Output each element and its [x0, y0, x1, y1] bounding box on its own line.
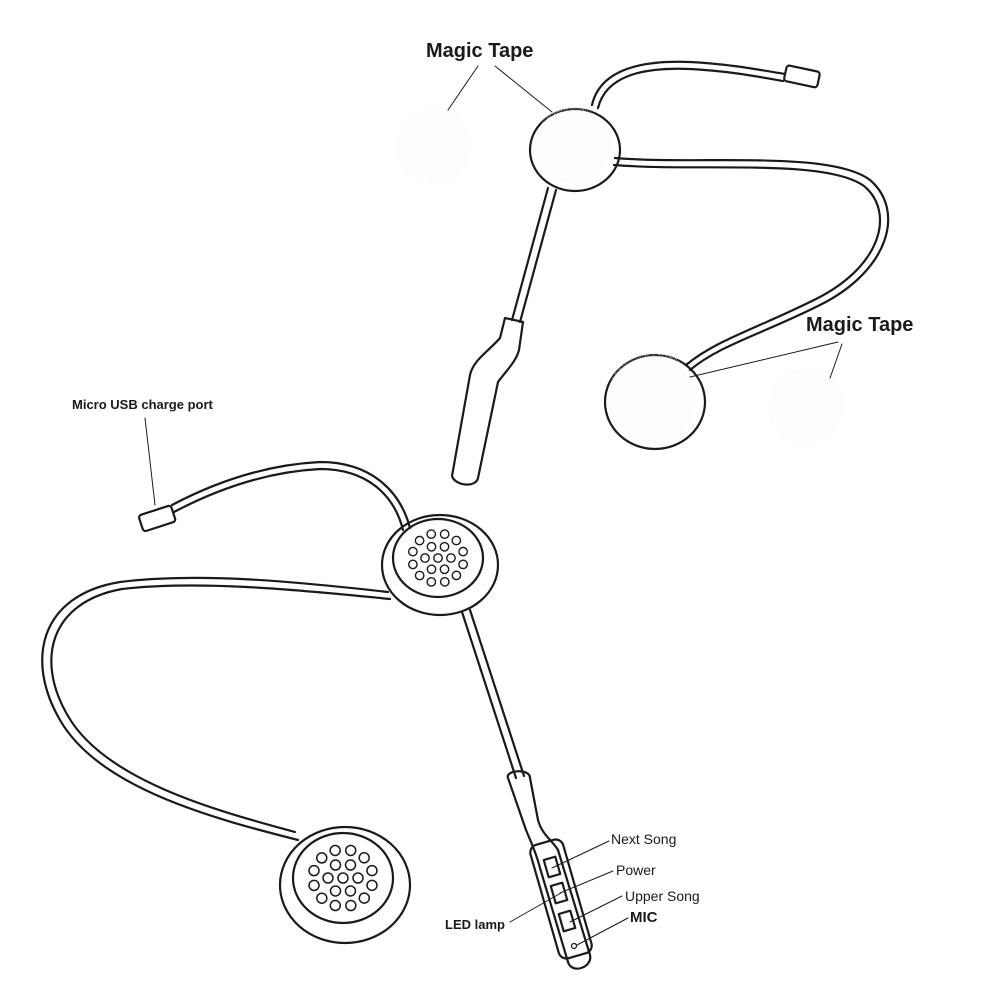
label-power: Power	[616, 862, 656, 878]
label-led-lamp: LED lamp	[445, 917, 505, 932]
speaker-hole	[344, 844, 357, 857]
button-power	[549, 881, 569, 905]
speaker-hole	[446, 553, 456, 563]
speaker-hole	[358, 892, 371, 904]
speaker-hole	[358, 852, 370, 864]
mic-boom-bottom	[460, 608, 526, 780]
leader-magic-top	[447, 65, 553, 113]
speaker-bottom-top	[380, 513, 500, 617]
leader-magic-right	[689, 341, 843, 379]
leader-usb	[144, 417, 156, 506]
speaker-hole	[426, 576, 437, 587]
speaker-hole	[308, 864, 320, 877]
label-micro-usb: Micro USB charge port	[72, 397, 213, 412]
speaker-hole	[407, 559, 418, 570]
bottom-headset	[41, 417, 629, 970]
top-headset	[396, 60, 890, 486]
speaker-hole	[414, 570, 425, 581]
speaker-hole	[352, 872, 364, 884]
speaker-hole	[366, 879, 378, 892]
label-magic-tape-right: Magic Tape	[806, 314, 914, 336]
speaker-hole	[439, 564, 450, 575]
speaker-hole	[439, 541, 450, 552]
speaker-hole	[458, 559, 469, 570]
speaker-hole	[426, 529, 437, 540]
speaker-bottom-left	[278, 825, 412, 945]
foam-pad-right	[768, 368, 844, 444]
label-mic: MIC	[630, 909, 658, 926]
speaker-hole	[439, 576, 450, 587]
mic-hole	[570, 942, 578, 950]
button-next	[542, 855, 562, 879]
speaker-hole	[414, 535, 425, 546]
speaker-hole	[366, 864, 378, 877]
cable-to-right-speaker	[613, 156, 890, 372]
speaker-hole	[316, 892, 328, 904]
label-upper-song: Upper Song	[625, 888, 700, 904]
speaker-hole	[329, 844, 341, 857]
speaker-hole	[345, 899, 357, 912]
speaker-hole	[344, 859, 357, 871]
speaker-hole	[407, 546, 418, 557]
button-upper	[557, 909, 577, 933]
speaker-hole	[337, 872, 349, 884]
speaker-hole	[315, 852, 328, 864]
cable-to-connector	[590, 60, 787, 107]
foam-pad-left	[396, 108, 472, 184]
speaker-hole	[451, 570, 462, 581]
speaker-hole	[451, 535, 462, 546]
long-cable	[41, 576, 390, 842]
speaker-hole	[308, 879, 320, 892]
button-panel	[529, 838, 593, 960]
mic-pod-top	[450, 316, 525, 486]
micro-usb-connector	[138, 504, 177, 533]
leaders-buttons	[509, 840, 629, 946]
speaker-hole	[426, 541, 437, 552]
label-magic-tape-top: Magic Tape	[426, 40, 534, 62]
speaker-hole	[426, 564, 437, 575]
mic-pod-bottom	[506, 770, 592, 970]
mic-boom	[510, 186, 558, 324]
speaker-hole	[344, 885, 357, 897]
speaker-hole	[322, 872, 334, 884]
speaker-hole	[420, 553, 430, 563]
speaker-hole	[329, 885, 342, 897]
speaker-hole	[329, 859, 342, 871]
speaker-hole	[433, 553, 443, 563]
connector-top	[783, 64, 821, 89]
speaker-hole	[458, 546, 469, 557]
speaker-hole	[329, 899, 342, 912]
label-next-song: Next Song	[611, 831, 677, 847]
speaker-hole	[439, 529, 450, 540]
